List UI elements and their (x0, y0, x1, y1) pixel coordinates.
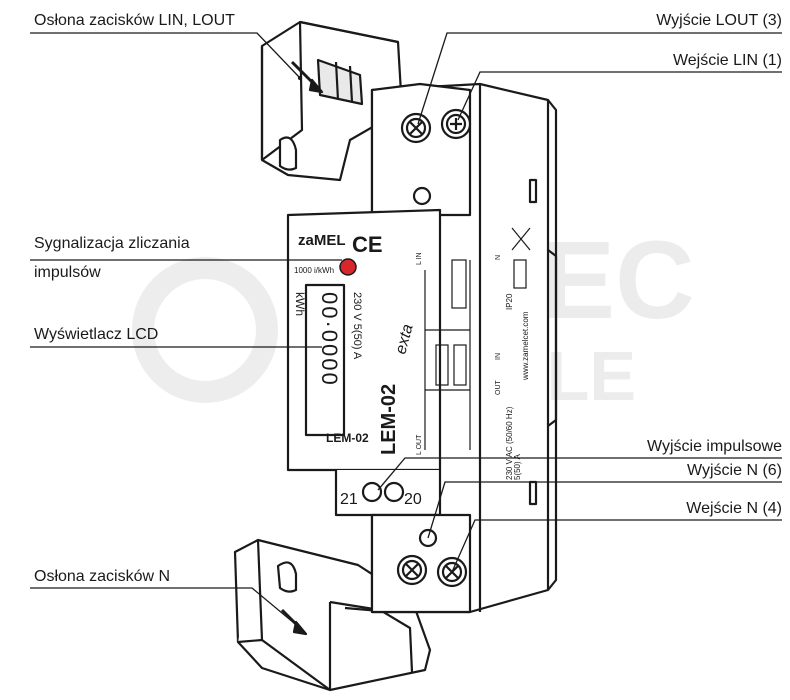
label-output-lout: Wyjście LOUT (3) (656, 12, 782, 29)
leader-n-in (451, 519, 782, 573)
leader-cover-lin (30, 32, 301, 79)
leader-lines (30, 32, 782, 629)
l-in-label: L IN (416, 252, 423, 265)
label-output-n: Wyjście N (6) (687, 462, 782, 479)
leader-pulse (377, 457, 782, 491)
in-label: IN (495, 353, 502, 360)
bottom-terminal-cover (233, 538, 432, 692)
terminal-20-screw-icon (383, 481, 405, 503)
label-signal-counting-2: impulsów (34, 264, 101, 281)
circuit-schematic (424, 227, 531, 450)
website-label: www.zamelcet.com (521, 311, 530, 381)
unit-label: kWh (293, 292, 307, 316)
mount-hole-icon (412, 186, 432, 206)
lcd-digits: 00·0000 (317, 292, 342, 387)
leader-cover-n (30, 587, 301, 629)
screw-lin-icon (440, 108, 472, 140)
n-label: N (495, 255, 502, 260)
screw-lout-icon (400, 112, 432, 144)
screw-n-out-icon (396, 554, 428, 586)
current-label: 5(50) A (513, 454, 522, 480)
ip-rating-label: IP20 (505, 293, 514, 310)
label-lcd: Wyświetlacz LCD (34, 326, 159, 343)
rating-label: 230 V 5(50) A (351, 292, 363, 360)
label-pulse-output: Wyjście impulsowe (647, 438, 782, 455)
device-labels: zaMEL 1000 i/kWh CE LEM-02 21 20 kWh 230… (293, 232, 530, 508)
leader-lin (457, 71, 782, 121)
label-cover-n: Osłona zacisków N (34, 568, 171, 585)
supply-label: 230 V AC (50/60 Hz) (505, 406, 514, 480)
out-label: OUT (495, 380, 502, 396)
label-cover-lin-lout: Osłona zacisków LIN, LOUT (34, 12, 235, 29)
model-label: LEM-02 (326, 431, 369, 445)
top-terminal-cover (260, 20, 404, 182)
pulse-rate-label: 1000 i/kWh (294, 266, 334, 275)
meter-body (286, 82, 558, 614)
ce-mark: CE (352, 232, 383, 257)
label-signal-counting: Sygnalizacja zliczania (34, 235, 190, 252)
watermark-logo-icon (132, 257, 278, 403)
label-input-n: Wejście N (4) (686, 500, 782, 517)
terminal-21-label: 21 (340, 491, 358, 508)
lcd-window (304, 283, 346, 437)
label-input-lin: Wejście LIN (1) (672, 52, 782, 69)
pulse-led-icon (339, 258, 357, 276)
terminal-20-label: 20 (404, 491, 422, 508)
model-vertical: LEM-02 (378, 384, 400, 455)
brand-logo: zaMEL (298, 232, 346, 249)
terminal-21-screw-icon (361, 481, 383, 503)
l-out-label: L OUT (416, 434, 423, 455)
leader-lout (417, 32, 782, 125)
leader-n-out (427, 481, 782, 539)
